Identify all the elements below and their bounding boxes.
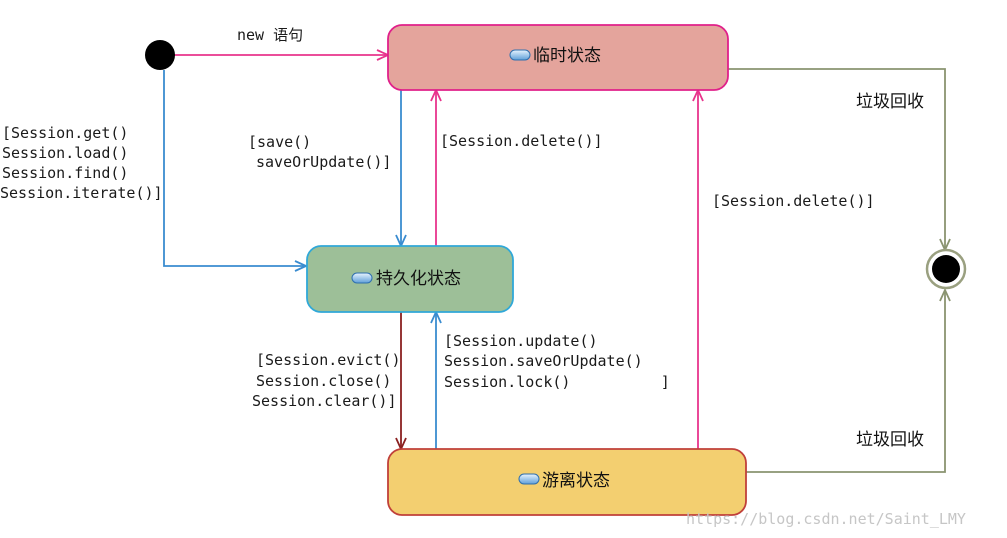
label-save-line: saveOrUpdate()] bbox=[256, 153, 391, 171]
arrow-detached-to-end bbox=[746, 290, 945, 473]
label-gc-bottom: 垃圾回收 bbox=[856, 430, 924, 450]
state-transient-label: 临时状态 bbox=[533, 46, 601, 66]
state-transient[interactable]: 临时状态 bbox=[387, 24, 729, 91]
end-node bbox=[925, 248, 967, 290]
arrow-transient-to-end bbox=[728, 68, 945, 250]
label-session-get: [Session.get() Session.load() Session.fi… bbox=[0, 124, 163, 202]
label-save: [save() saveOrUpdate()] bbox=[248, 133, 391, 171]
state-persistent-label: 持久化状态 bbox=[376, 269, 461, 289]
state-detached[interactable]: 游离状态 bbox=[387, 448, 747, 516]
state-pill-icon bbox=[518, 473, 540, 485]
arrow-start-to-persistent bbox=[163, 70, 306, 266]
label-delete-transient: [Session.delete()] bbox=[440, 132, 603, 150]
label-new-statement: new 语句 bbox=[237, 26, 303, 44]
label-evict-line: [Session.evict() bbox=[256, 351, 401, 369]
label-update: [Session.update() Session.saveOrUpdate()… bbox=[444, 332, 670, 391]
label-evict-line: Session.close() bbox=[256, 372, 391, 390]
start-node bbox=[145, 40, 175, 70]
state-pill-icon bbox=[509, 49, 531, 61]
state-pill-icon bbox=[351, 272, 373, 284]
watermark: https://blog.csdn.net/Saint_LMY bbox=[686, 510, 966, 528]
state-detached-label: 游离状态 bbox=[542, 471, 610, 491]
label-update-line: Session.saveOrUpdate() bbox=[444, 352, 643, 370]
label-update-line: [Session.update() bbox=[444, 332, 598, 350]
label-delete-detached: [Session.delete()] bbox=[712, 192, 875, 210]
label-session-get-line: Session.iterate()] bbox=[0, 184, 163, 202]
label-save-line: [save() bbox=[248, 133, 311, 151]
label-evict-line: Session.clear()] bbox=[252, 392, 397, 410]
label-evict: [Session.evict() Session.close() Session… bbox=[252, 351, 401, 410]
label-update-line: Session.lock() ] bbox=[444, 373, 670, 391]
label-session-get-line: [Session.get() bbox=[2, 124, 128, 142]
label-gc-top: 垃圾回收 bbox=[856, 92, 924, 112]
label-session-get-line: Session.find() bbox=[2, 164, 128, 182]
label-session-get-line: Session.load() bbox=[2, 144, 128, 162]
state-persistent[interactable]: 持久化状态 bbox=[306, 245, 514, 313]
